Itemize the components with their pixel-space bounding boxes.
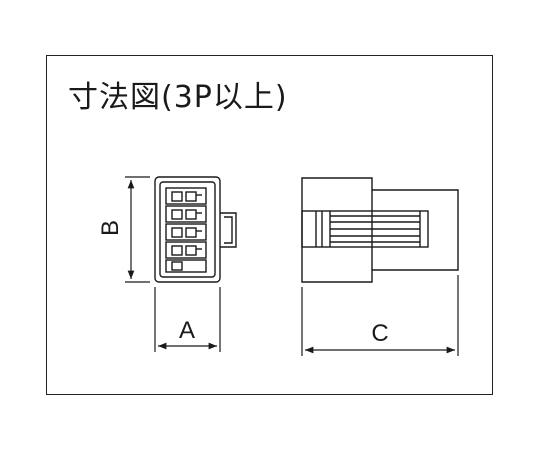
dimension-a-label: A: [179, 317, 195, 344]
diagram-title: 寸法図(3P以上): [68, 80, 288, 115]
dimension-a: [154, 287, 221, 352]
dimension-c: [301, 275, 459, 356]
dimension-b-label: B: [97, 220, 124, 236]
dimension-c-label: C: [371, 320, 388, 347]
side-view: [301, 177, 459, 283]
dimension-b: [125, 176, 150, 283]
drawing-frame: [46, 55, 493, 395]
pin-cavities: [165, 187, 207, 273]
front-view: [154, 176, 237, 283]
